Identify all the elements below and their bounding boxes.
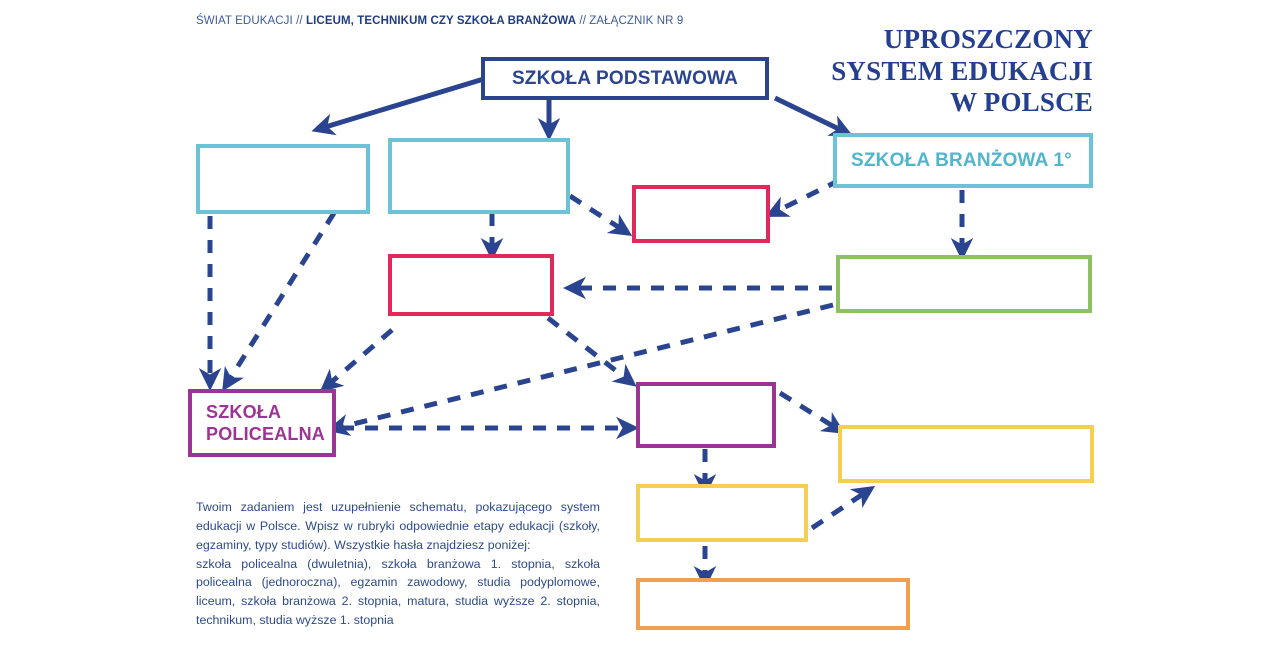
box-primary-school-label: SZKOŁA PODSTAWOWA — [511, 67, 739, 89]
arrow-primary-to-teal-left — [311, 75, 488, 136]
box-teal-left[interactable] — [196, 144, 370, 214]
breadcrumb-suffix: // ZAŁĄCZNIK NR 9 — [576, 15, 684, 27]
box-red-mid[interactable] — [388, 254, 554, 316]
page-title: UPROSZCZONY SYSTEM EDUKACJI W POLSCE — [763, 24, 1093, 119]
breadcrumb: ŚWIAT EDUKACJI // LICEUM, TECHNIKUM CZY … — [196, 15, 683, 27]
box-vocational-school-level-1[interactable]: SZKOŁA BRANŻOWA 1° — [833, 133, 1093, 188]
box-purple-right[interactable] — [636, 382, 776, 448]
arrow-tealmid-to-redtop — [568, 193, 633, 236]
instructions-paragraph-1: Twoim zadaniem jest uzupełnienie schemat… — [196, 500, 600, 552]
instructions-block: Twoim zadaniem jest uzupełnienie schemat… — [196, 498, 600, 630]
box-yellow-right[interactable] — [838, 425, 1094, 483]
box-orange-bottom[interactable] — [636, 578, 910, 630]
breadcrumb-prefix: ŚWIAT EDUKACJI // — [196, 15, 306, 27]
box-green[interactable] — [836, 255, 1092, 313]
arrow-yellowmid-to-yellowright — [810, 485, 876, 531]
box-red-top[interactable] — [632, 185, 770, 243]
arrow-redmid-to-purpleright — [546, 316, 637, 387]
arrow-purpleright-to-yellowright — [778, 390, 846, 434]
box-teal-mid[interactable] — [388, 138, 570, 214]
box-post-secondary-school-label-line-1: SZKOŁA — [206, 401, 282, 422]
page-title-line-2: SYSTEM EDUKACJI — [831, 55, 1093, 86]
arrow-tealmid-to-policealna — [222, 211, 337, 392]
page-title-line-3: W POLSCE — [950, 87, 1093, 118]
box-vocational-school-level-1-label: SZKOŁA BRANŻOWA 1° — [851, 149, 1072, 171]
instructions-paragraph-2: szkoła policealna (dwuletnia), szkoła br… — [196, 556, 600, 628]
page-title-line-1: UPROSZCZONY — [883, 24, 1093, 54]
arrow-redmid-to-policealna — [319, 328, 394, 393]
box-yellow-mid[interactable] — [636, 484, 808, 542]
arrow-vocational-to-redtop — [765, 177, 842, 217]
breadcrumb-title: LICEUM, TECHNIKUM CZY SZKOŁA BRANŻOWA — [306, 15, 577, 27]
box-primary-school[interactable]: SZKOŁA PODSTAWOWA — [481, 57, 769, 100]
box-post-secondary-school-label-line-2: POLICEALNA — [206, 424, 325, 444]
